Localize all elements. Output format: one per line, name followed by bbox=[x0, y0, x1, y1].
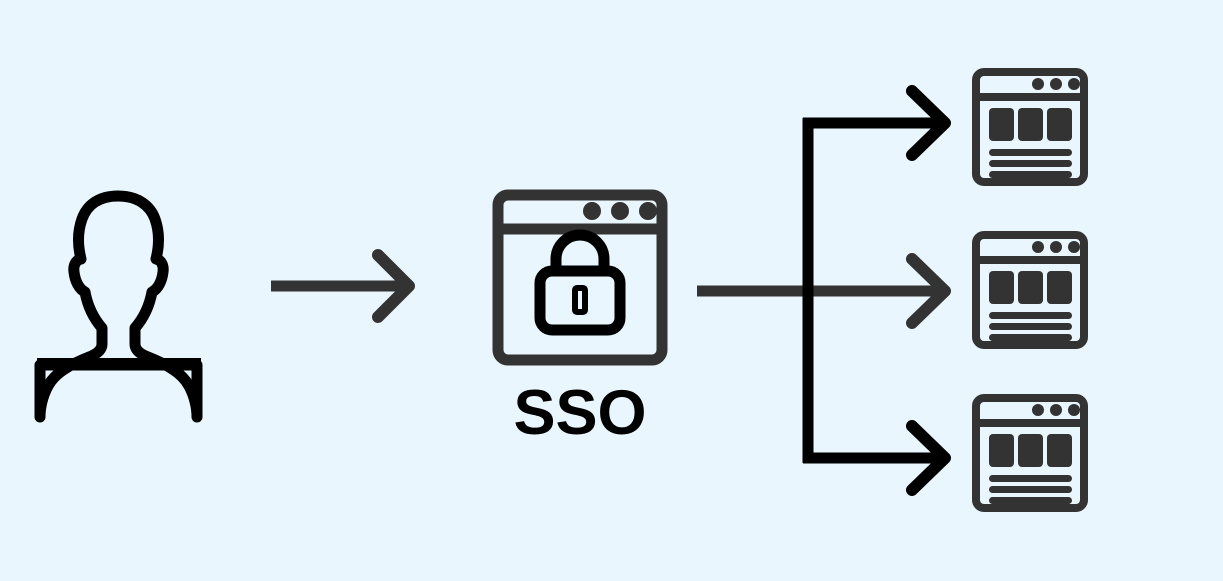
app-content-block bbox=[989, 271, 1014, 304]
app-content-block bbox=[1047, 108, 1072, 141]
app-content-line bbox=[989, 334, 1072, 341]
app-content-line bbox=[989, 323, 1072, 330]
app-content-block bbox=[1047, 434, 1072, 467]
app-content-block bbox=[989, 108, 1014, 141]
connector-user-to-sso bbox=[271, 249, 415, 323]
lock-icon bbox=[534, 229, 626, 336]
window-dot-icon bbox=[1068, 241, 1080, 253]
window-dot-icon bbox=[1050, 78, 1062, 90]
window-dot-icon bbox=[1032, 404, 1044, 416]
app-window-frame bbox=[972, 68, 1088, 186]
window-dot-icon bbox=[1050, 241, 1062, 253]
app-content-block bbox=[989, 434, 1014, 467]
app-window-3[interactable] bbox=[972, 394, 1088, 512]
app-window-2[interactable] bbox=[972, 231, 1088, 349]
app-window-frame bbox=[972, 394, 1088, 512]
app-content-block bbox=[1018, 434, 1043, 467]
window-dot-icon bbox=[1032, 78, 1044, 90]
window-dot-icon bbox=[1068, 404, 1080, 416]
app-window-1[interactable] bbox=[972, 68, 1088, 186]
window-dot-icon bbox=[1032, 241, 1044, 253]
app-content-block bbox=[1018, 108, 1043, 141]
sso-window-frame bbox=[492, 189, 668, 366]
app-content-line bbox=[989, 486, 1072, 493]
app-content-block bbox=[1018, 271, 1043, 304]
connector-sso-to-app-2 bbox=[697, 253, 951, 329]
window-dot-icon bbox=[639, 202, 657, 220]
app-content-line bbox=[989, 160, 1072, 167]
window-dot-icon bbox=[1068, 78, 1080, 90]
app-content-line bbox=[989, 497, 1072, 504]
connector-branch-to-app-3 bbox=[803, 420, 951, 496]
user-silhouette-icon bbox=[34, 190, 203, 423]
sso-window[interactable] bbox=[492, 189, 668, 366]
app-content-line bbox=[989, 312, 1072, 319]
sso-label: SSO bbox=[513, 378, 647, 448]
window-dot-icon bbox=[583, 202, 601, 220]
window-dot-icon bbox=[1050, 404, 1062, 416]
app-window-frame bbox=[972, 231, 1088, 349]
app-content-block bbox=[1047, 271, 1072, 304]
app-content-line bbox=[989, 171, 1072, 178]
window-dot-icon bbox=[611, 202, 629, 220]
app-content-line bbox=[989, 149, 1072, 156]
app-content-line bbox=[989, 475, 1072, 482]
connector-branch-to-app-1 bbox=[803, 85, 951, 161]
